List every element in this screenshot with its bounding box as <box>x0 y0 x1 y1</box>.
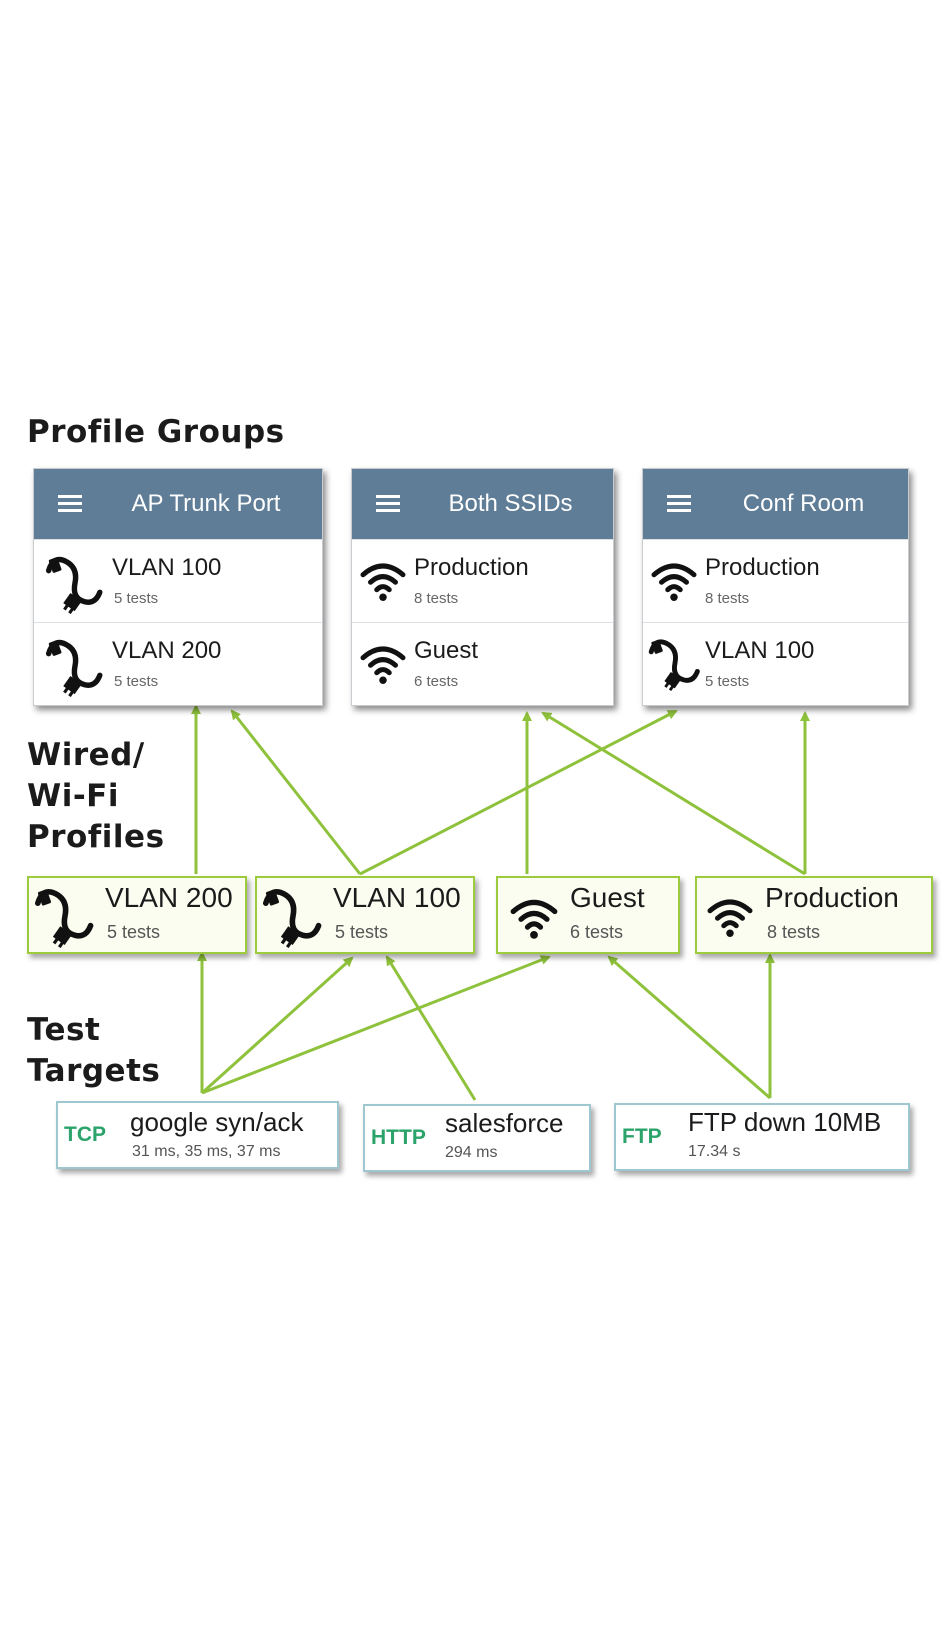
group-header: Conf Room <box>643 469 908 539</box>
profile-groups-label: Profile Groups <box>27 414 285 450</box>
ethernet-cable-icon <box>647 635 703 691</box>
target-ftp-down[interactable]: FTP FTP down 10MB 17.34 s <box>614 1103 910 1171</box>
wifi-icon <box>358 639 408 689</box>
arrow-tcp-to-vlan100 <box>200 956 354 1095</box>
target-result: 294 ms <box>445 1144 498 1161</box>
target-name: google syn/ack <box>130 1107 304 1137</box>
row-test-count: 8 tests <box>705 590 750 607</box>
wifi-icon <box>508 892 560 944</box>
protocol-badge: FTP <box>622 1125 662 1148</box>
row-name: Production <box>414 554 529 581</box>
row-test-count: 5 tests <box>114 673 159 690</box>
row-name: VLAN 100 <box>112 554 222 581</box>
arrow-production-to-both-ssids <box>541 711 806 876</box>
profile-name: Guest <box>570 882 645 913</box>
profile-name: VLAN 100 <box>333 882 461 913</box>
target-name: salesforce <box>445 1108 564 1138</box>
group-row[interactable]: Production 8 tests <box>352 539 613 622</box>
profile-production[interactable]: Production 8 tests <box>695 876 933 954</box>
group-both-ssids[interactable]: Both SSIDs Production 8 tests Guest 6 te… <box>351 468 614 706</box>
profile-guest[interactable]: Guest 6 tests <box>496 876 680 954</box>
row-name: VLAN 200 <box>112 637 222 664</box>
profile-name: Production <box>765 882 899 913</box>
profile-test-count: 5 tests <box>335 922 389 942</box>
group-row[interactable]: Production 8 tests <box>643 539 908 622</box>
target-google-syn-ack[interactable]: TCP google syn/ack 31 ms, 35 ms, 37 ms <box>56 1101 339 1169</box>
profile-vlan-200[interactable]: VLAN 200 5 tests <box>27 876 247 954</box>
ethernet-cable-icon <box>33 884 97 948</box>
wifi-icon <box>649 556 699 606</box>
wifi-icon <box>705 892 755 942</box>
group-row[interactable]: VLAN 100 5 tests <box>34 539 322 622</box>
group-row[interactable]: VLAN 200 5 tests <box>34 622 322 705</box>
arrow-vlan100-to-conf-room <box>359 709 678 876</box>
profile-test-count: 5 tests <box>107 922 161 942</box>
row-name: Guest <box>414 637 479 664</box>
row-test-count: 5 tests <box>114 590 159 607</box>
row-test-count: 6 tests <box>414 673 459 690</box>
row-test-count: 5 tests <box>705 673 750 690</box>
row-name: VLAN 100 <box>705 637 815 664</box>
group-title: Both SSIDs <box>448 490 573 517</box>
arrow-vlan100-to-ap-trunk <box>230 709 362 875</box>
group-conf-room[interactable]: Conf Room Production 8 tests VLAN 100 5 … <box>642 468 909 706</box>
arrow-ftp-to-guest <box>607 955 771 1100</box>
menu-icon[interactable] <box>667 495 691 513</box>
profile-test-count: 8 tests <box>767 922 821 942</box>
group-ap-trunk-port[interactable]: AP Trunk Port VLAN 100 5 tests VLAN 200 … <box>33 468 323 706</box>
group-header: AP Trunk Port <box>34 469 322 539</box>
protocol-badge: TCP <box>64 1123 106 1146</box>
target-name: FTP down 10MB <box>688 1107 882 1137</box>
group-title: Conf Room <box>742 490 865 517</box>
profile-test-count: 6 tests <box>570 922 624 942</box>
group-header: Both SSIDs <box>352 469 613 539</box>
target-result: 17.34 s <box>688 1143 741 1160</box>
profile-name: VLAN 200 <box>105 882 233 913</box>
profiles-label: Wired/ Wi-Fi Profiles <box>27 737 165 855</box>
group-row[interactable]: Guest 6 tests <box>352 622 613 705</box>
test-targets-label: Test Targets <box>27 1012 161 1089</box>
arrow-tcp-to-guest <box>201 955 551 1095</box>
target-salesforce[interactable]: HTTP salesforce 294 ms <box>363 1104 591 1172</box>
menu-icon[interactable] <box>376 495 400 513</box>
menu-icon[interactable] <box>58 495 82 513</box>
row-name: Production <box>705 554 820 581</box>
protocol-badge: HTTP <box>371 1126 426 1149</box>
target-result: 31 ms, 35 ms, 37 ms <box>132 1143 281 1160</box>
ethernet-cable-icon <box>44 635 106 697</box>
wifi-icon <box>358 556 408 606</box>
group-title: AP Trunk Port <box>131 490 281 517</box>
profile-vlan-100[interactable]: VLAN 100 5 tests <box>255 876 475 954</box>
ethernet-cable-icon <box>44 552 106 614</box>
arrow-http-to-vlan100 <box>385 955 477 1101</box>
ethernet-cable-icon <box>261 884 325 948</box>
group-row[interactable]: VLAN 100 5 tests <box>643 622 908 705</box>
row-test-count: 8 tests <box>414 590 459 607</box>
